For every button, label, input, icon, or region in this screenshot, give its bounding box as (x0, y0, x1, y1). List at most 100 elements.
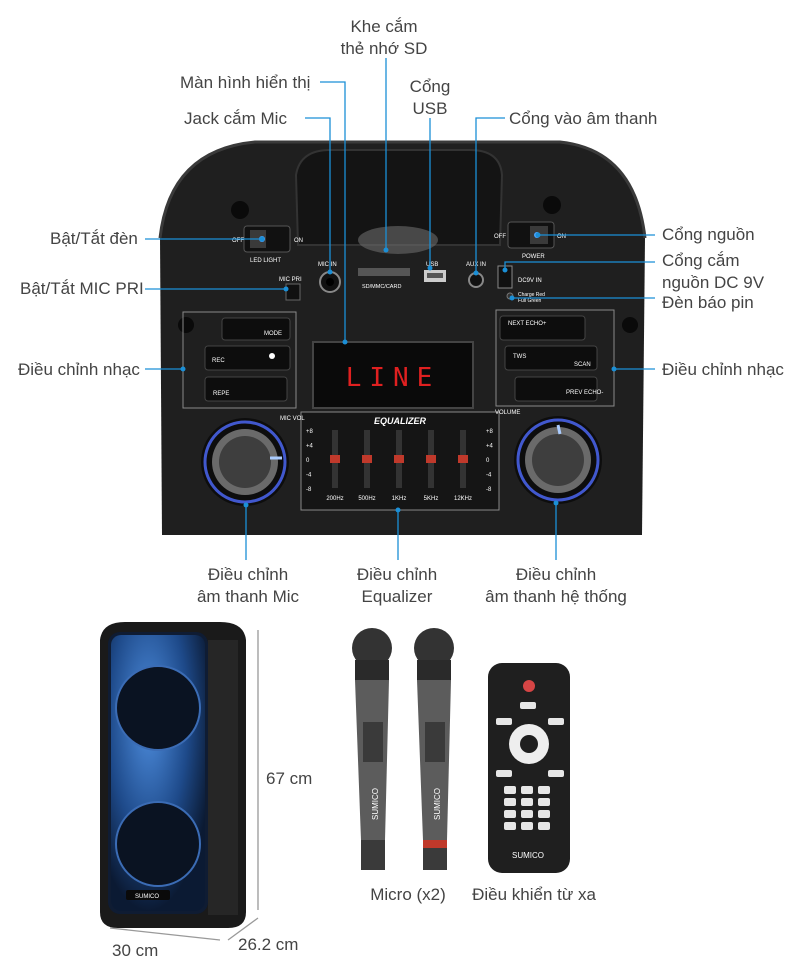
remote-key (520, 702, 536, 709)
eq-scale-label: +8 (486, 429, 494, 435)
remote-key (496, 718, 512, 725)
eq-scale-label: +4 (486, 444, 494, 450)
label-equalizer: Điều chỉnh Equalizer (357, 564, 437, 608)
label-usb: Cổng USB (410, 76, 451, 120)
eq-scale-label: 0 (306, 458, 310, 464)
remote-key (521, 810, 533, 818)
display-text: LINE (346, 363, 441, 393)
label-mic-pri: Bật/Tắt MIC PRI (20, 279, 144, 298)
label-dc-port: Cổng cắm nguồn DC 9V (662, 250, 764, 294)
remote-keypad (496, 702, 564, 830)
led-on-text: ON (294, 238, 303, 244)
charge-text: Charge Red (518, 292, 545, 298)
remote-key (521, 786, 533, 794)
eq-scale-label: -4 (486, 473, 492, 479)
eq-band-label: 1KHz (392, 496, 407, 502)
label-battery-led: Đèn báo pin (662, 293, 754, 312)
label-dc-port-line2: nguồn DC 9V (662, 273, 765, 292)
remote-brand: SUMICO (512, 851, 544, 860)
remote-key (521, 798, 533, 806)
remote-key (538, 786, 550, 794)
label-sys-vol: Điều chỉnh âm thanh hệ thống (485, 564, 627, 608)
mic-pri-text: MIC PRI (279, 277, 302, 283)
eq-slider-knob (362, 455, 372, 463)
label-equalizer-line2: Equalizer (361, 587, 433, 606)
callout-lines (109, 58, 655, 941)
mic-vol-knob (201, 418, 289, 506)
label-music-right: Điều chỉnh nhạc (662, 360, 784, 379)
label-micro: Micro (x2) (370, 885, 446, 904)
btn-prev-text: PREV ECHO- (566, 390, 603, 396)
mic-in-text: MIC IN (318, 262, 337, 268)
eq-slider-knob (426, 455, 436, 463)
eq-scale-label: -8 (306, 487, 312, 493)
remote-key (496, 770, 512, 777)
label-depth: 26.2 cm (238, 935, 299, 954)
label-mic-vol-line2: âm thanh Mic (196, 587, 300, 606)
eq-band-label: 200Hz (326, 496, 343, 502)
eq-slider-knob (330, 455, 340, 463)
eq-scale-label: -4 (306, 473, 312, 479)
microphone-left: SUMICO (352, 628, 392, 870)
label-dc-port-line1: Cổng cắm (662, 251, 740, 270)
remote-key (504, 786, 516, 794)
label-music-left: Điều chỉnh nhạc (18, 360, 140, 379)
label-width: 30 cm (112, 941, 159, 960)
label-equalizer-line1: Điều chỉnh (356, 565, 438, 584)
volume-text: VOLUME (495, 410, 520, 416)
btn-rec-text: REC (212, 358, 225, 364)
btn-tws-text: TWS (513, 354, 526, 360)
full-text: Full Green (518, 298, 542, 304)
microphone-right: SUMICO (414, 628, 454, 870)
led-light-text: LED LIGHT (250, 258, 281, 264)
volume-knob (514, 416, 602, 504)
eq-scale-label: +4 (306, 444, 314, 450)
control-panel: OFF ON LED LIGHT OFF ON POWER MIC IN SD/… (158, 140, 647, 535)
label-remote: Điều khiển từ xa (472, 885, 596, 904)
power-text: POWER (522, 254, 545, 260)
eq-slider-knob (458, 455, 468, 463)
usb-text: USB (426, 262, 438, 268)
remote-key (548, 718, 564, 725)
remote-key (521, 822, 533, 830)
label-mic-vol: Điều chỉnh âm thanh Mic (197, 564, 299, 608)
label-light-switch: Bật/Tắt đèn (50, 229, 138, 248)
tower-brand: SUMICO (135, 894, 159, 900)
mic-right-brand: SUMICO (433, 788, 442, 820)
label-sd-slot: Khe cắm thẻ nhớ SD (341, 16, 428, 60)
label-sd-slot-line2: thẻ nhớ SD (340, 39, 428, 58)
remote-key (504, 810, 516, 818)
remote-key (504, 822, 516, 830)
eq-band-label: 5KHz (424, 496, 439, 502)
btn-next-text: NEXT ECHO+ (508, 321, 547, 327)
label-sys-vol-line2: âm thanh hệ thống (485, 587, 627, 606)
remote-key (538, 822, 550, 830)
speaker-tower: SUMICO (100, 622, 246, 928)
remote-key (538, 810, 550, 818)
btn-mode-text: MODE (264, 331, 282, 337)
remote-key (538, 798, 550, 806)
mic-vol-text: MIC VOL (280, 416, 305, 422)
label-power-port: Cổng nguồn (662, 225, 755, 244)
eq-slider-knob (394, 455, 404, 463)
label-mic-vol-line1: Điều chỉnh (207, 565, 289, 584)
sd-card-text: SD/MMC/CARD (362, 284, 401, 290)
btn-scan-text: SCAN (574, 362, 591, 368)
dc-in-text: DC9V IN (518, 278, 542, 284)
remote-key (504, 798, 516, 806)
mic-left-brand: SUMICO (371, 788, 380, 820)
eq-scale-label: 0 (486, 458, 490, 464)
eq-scale-label: -8 (486, 487, 492, 493)
eq-band-label: 12KHz (454, 496, 472, 502)
remote-key (548, 770, 564, 777)
label-sys-vol-line1: Điều chỉnh (515, 565, 597, 584)
power-on-text: ON (557, 234, 566, 240)
label-aux-in: Cổng vào âm thanh (509, 109, 658, 128)
led-off-text: OFF (232, 238, 244, 244)
eq-band-label: 500Hz (358, 496, 375, 502)
label-usb-line1: Cổng (409, 77, 451, 96)
power-off-text: OFF (494, 234, 506, 240)
label-usb-line2: USB (412, 99, 448, 118)
